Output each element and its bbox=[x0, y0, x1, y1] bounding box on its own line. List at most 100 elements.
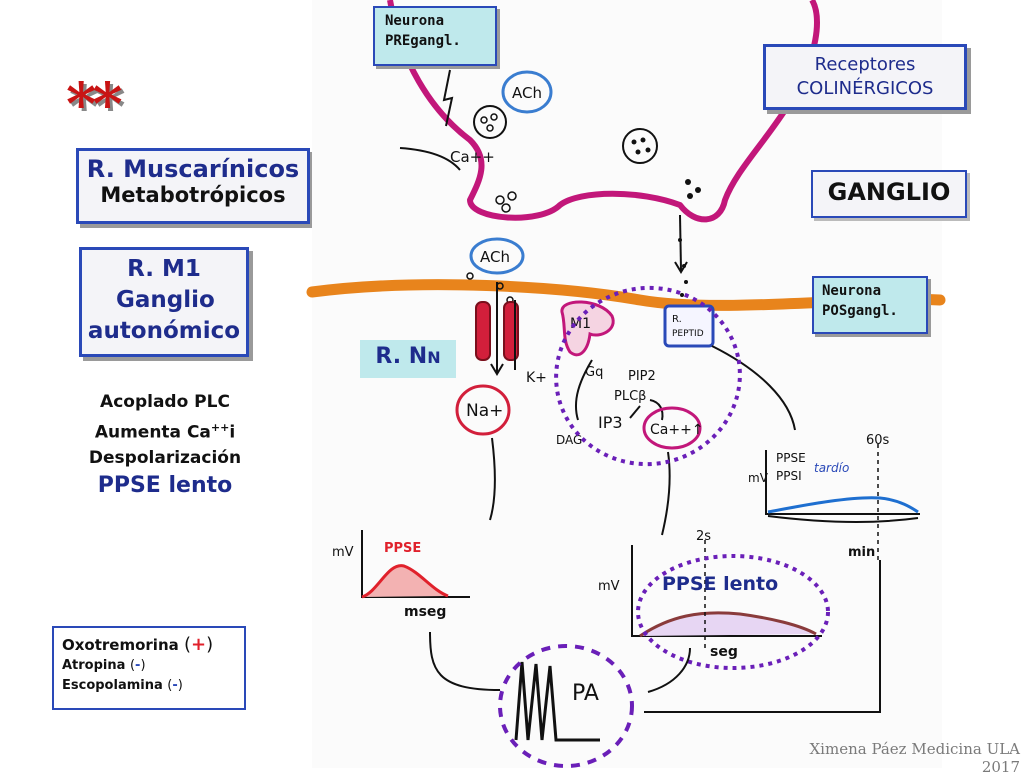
late-ppse-label: PPSE bbox=[776, 451, 806, 465]
muscarinic-receptors-box: R. Muscarínicos Metabotrópicos bbox=[76, 148, 310, 224]
signaling-arrow bbox=[649, 399, 664, 421]
late-ppsi-label: PPSI bbox=[776, 469, 802, 483]
late-tardio-label: tardío bbox=[814, 461, 849, 475]
pre-neuron-line-1: Neurona bbox=[385, 13, 445, 29]
rnn-label: R. N bbox=[375, 344, 428, 369]
ip3-label: IP3 bbox=[598, 413, 623, 432]
m1-line-3: autonómico bbox=[87, 318, 241, 344]
ach-label-cleft: ACh bbox=[480, 248, 510, 266]
drug-name: Escopolamina bbox=[62, 678, 163, 693]
signaling-arrow bbox=[629, 405, 641, 419]
peptide-receptor-line-2: PEPTID bbox=[672, 329, 704, 339]
action-potential-label: PA bbox=[572, 681, 599, 706]
fast-epsp-graph: mV bbox=[332, 530, 470, 599]
slow-epsp-label: PPSE lento bbox=[662, 573, 778, 595]
drug-sign: (+) bbox=[183, 634, 214, 655]
calcium-up-label: Ca++↑ bbox=[650, 422, 704, 438]
peptide-arrow bbox=[679, 214, 682, 271]
release-vesicle bbox=[495, 195, 505, 205]
drug-atropine: Atropina (-) bbox=[62, 656, 244, 676]
fast-epsp-curve bbox=[361, 564, 449, 599]
effect-calcium-text: Aumenta Ca bbox=[94, 422, 211, 443]
receptors-line-2: COLINÉRGICOS bbox=[796, 78, 934, 99]
late-axis bbox=[765, 450, 920, 515]
receptors-line-1: Receptores bbox=[814, 54, 916, 75]
plcb-label: PLCβ bbox=[614, 389, 646, 404]
late-time-unit: min bbox=[848, 545, 875, 560]
effect-calcium: Aumenta Ca++i bbox=[60, 415, 270, 446]
ach-label-top: ACh bbox=[512, 84, 542, 102]
peptide-dot bbox=[631, 139, 637, 145]
effect-calcium-sup: ++ bbox=[210, 421, 230, 434]
drug-sign-value: - bbox=[172, 678, 178, 693]
m1-line-2: Ganglio bbox=[116, 287, 215, 313]
peptide-dot bbox=[635, 149, 641, 155]
action-potential-arrow bbox=[442, 69, 454, 127]
late-60s-label: 60s bbox=[866, 433, 890, 448]
peptide-arrowhead bbox=[674, 261, 688, 274]
vesicle-dot bbox=[480, 116, 488, 124]
release-vesicle bbox=[687, 193, 693, 199]
fast-mv-label: mV bbox=[332, 545, 354, 560]
post-neuron-line-2: POSgangl. bbox=[822, 303, 898, 319]
vesicle-cluster bbox=[473, 105, 507, 139]
peptide-cleft-dot bbox=[680, 293, 684, 297]
nicotinic-receptor-box: R. NN bbox=[360, 340, 456, 378]
slow-to-pa-arrow bbox=[647, 647, 691, 693]
drug-name: Oxotremorina bbox=[62, 636, 179, 654]
drug-sign-value: - bbox=[135, 658, 141, 673]
cholinergic-receptors-box: Receptores COLINÉRGICOS bbox=[763, 44, 967, 110]
dag-label: DAG bbox=[556, 433, 582, 447]
late-mv-label: mV bbox=[748, 471, 769, 485]
post-neuron-box: Neurona POSgangl. bbox=[812, 276, 928, 334]
peptide-dot bbox=[645, 147, 651, 153]
effect-calcium-suffix: i bbox=[229, 422, 236, 443]
ach-vesicle-top bbox=[501, 70, 553, 114]
vesicle-dot bbox=[486, 124, 494, 132]
drug-name: Atropina bbox=[62, 658, 126, 673]
release-vesicle bbox=[685, 179, 691, 185]
nicotinic-channel-left bbox=[475, 301, 491, 361]
paper-background bbox=[312, 0, 942, 768]
slow-mv-label: mV bbox=[598, 579, 620, 594]
peptide-dot bbox=[640, 137, 646, 143]
slow-epsp-curve bbox=[639, 611, 817, 638]
late-to-pa-arrow bbox=[644, 560, 881, 713]
signaling-arrow bbox=[574, 359, 593, 421]
fast-epsp-area bbox=[362, 565, 448, 597]
release-vesicle bbox=[501, 203, 511, 213]
drugs-box: Oxotremorina (+) Atropina (-) Escopolami… bbox=[52, 626, 246, 710]
double-star-mark: ** bbox=[66, 70, 123, 138]
late-epsp-curve bbox=[767, 496, 919, 514]
drug-sign: (-) bbox=[129, 658, 146, 673]
drug-scopolamine: Escopolamina (-) bbox=[62, 676, 244, 696]
release-vesicle bbox=[695, 187, 701, 193]
drug-sign: (-) bbox=[167, 678, 183, 693]
sodium-oval bbox=[455, 384, 511, 436]
slow-epsp-graph: mV 2s bbox=[598, 529, 822, 650]
calcium-entry-arrow bbox=[399, 147, 461, 171]
slow-epsp-area bbox=[640, 612, 816, 636]
late-epsp-graph: mV PPSE PPSI tardío 60s bbox=[748, 433, 920, 560]
pre-neuron-line-2: PREgangl. bbox=[385, 33, 461, 49]
calcium-label: Ca++ bbox=[450, 148, 495, 166]
effect-depolarization: Despolarización bbox=[88, 447, 242, 468]
post-neuron-line-1: Neurona bbox=[822, 283, 882, 299]
fast-time-unit: mseg bbox=[404, 604, 446, 620]
pip2-label: PIP2 bbox=[628, 369, 656, 384]
muscarinic-subtitle: Metabotrópicos bbox=[100, 183, 286, 207]
ach-cleft-oval bbox=[469, 237, 525, 275]
slow-epsp-highlight bbox=[636, 554, 830, 670]
potassium-label: K+ bbox=[526, 370, 547, 386]
pre-neuron-box: Neurona PREgangl. bbox=[373, 6, 497, 66]
m1-receptor-label: M1 bbox=[570, 316, 591, 332]
slow-time-unit: seg bbox=[710, 644, 738, 660]
muscarinic-title: R. Muscarínicos bbox=[86, 155, 300, 183]
ganglio-label: GANGLIO bbox=[827, 178, 951, 206]
m1-effects-list: Acoplado PLC Aumenta Ca++i Despolarizaci… bbox=[60, 390, 270, 501]
release-vesicle bbox=[507, 191, 517, 201]
calcium-oval bbox=[642, 406, 702, 450]
action-potential-highlight bbox=[498, 644, 634, 768]
rnn-subscript: N bbox=[427, 348, 441, 367]
late-ipsp-curve bbox=[767, 515, 919, 523]
